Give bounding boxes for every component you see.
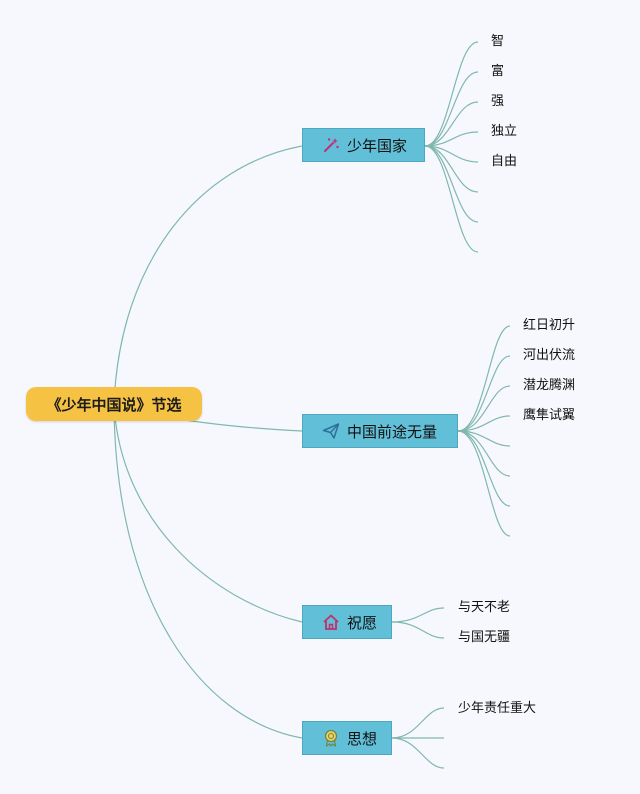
root-node[interactable]: 《少年中国说》节选 (26, 387, 202, 421)
leaf-item[interactable]: 与天不老 (458, 600, 511, 615)
award-ribbon-icon (321, 728, 341, 748)
connectors-branch-3 (391, 607, 445, 639)
connectors-branch-4 (391, 707, 445, 769)
branch-label: 思想 (347, 729, 378, 748)
branch-label: 少年国家 (347, 136, 408, 155)
leaf-item[interactable]: 强 (491, 94, 505, 109)
sparkle-wand-icon (321, 135, 341, 155)
leaf-item[interactable]: 红日初升 (523, 318, 576, 333)
leaf-item[interactable]: 潜龙腾渊 (523, 378, 576, 393)
branch-node-3[interactable]: 祝愿 (302, 605, 392, 639)
leaf-item[interactable]: 少年责任重大 (458, 701, 537, 716)
leaf-item[interactable]: 自由 (491, 154, 518, 169)
root-label: 《少年中国说》节选 (46, 395, 182, 414)
leaf-item[interactable]: 与国无疆 (458, 630, 511, 645)
branch-node-1[interactable]: 少年国家 (302, 128, 425, 162)
leaf-item[interactable]: 智 (491, 34, 505, 49)
branch-label: 祝愿 (347, 613, 378, 632)
connector-root-branch-1 (113, 145, 303, 405)
leaf-item[interactable]: 独立 (491, 124, 518, 139)
leaf-item[interactable]: 河出伏流 (523, 348, 576, 363)
home-icon (321, 612, 341, 632)
connector-root-branch-4 (113, 403, 303, 739)
branch-node-4[interactable]: 思想 (302, 721, 392, 755)
branch-node-2[interactable]: 中国前途无量 (302, 414, 458, 448)
connectors-branch-1 (424, 41, 479, 253)
connectors-branch-2 (457, 325, 511, 537)
paper-plane-icon (321, 421, 341, 441)
connector-root-branch-3 (113, 403, 303, 623)
leaf-item[interactable]: 富 (491, 64, 505, 79)
leaf-item[interactable]: 鹰隼试翼 (523, 408, 576, 423)
branch-label: 中国前途无量 (347, 422, 438, 441)
